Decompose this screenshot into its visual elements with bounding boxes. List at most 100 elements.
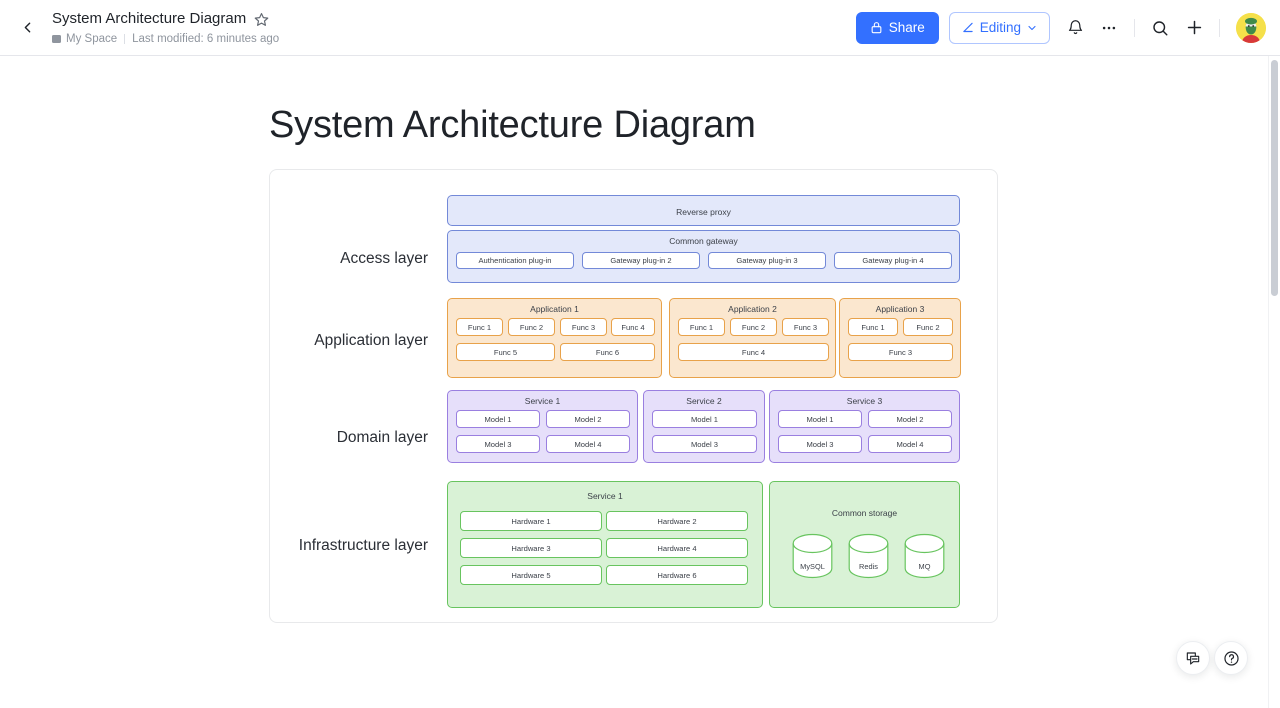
- toolbar-divider-2: [1219, 18, 1220, 37]
- share-label: Share: [888, 20, 925, 35]
- cell-app1-func1[interactable]: Func 1: [456, 318, 503, 336]
- cell-hardware-2[interactable]: Hardware 2: [606, 511, 748, 531]
- diagram-inner: Access layer Application layer Domain la…: [270, 170, 997, 622]
- cell-app1-func3[interactable]: Func 3: [560, 318, 607, 336]
- cell-hardware-6[interactable]: Hardware 6: [606, 565, 748, 585]
- share-button[interactable]: Share: [855, 11, 939, 44]
- group-application-2[interactable]: Application 2 Func 1 Func 2 Func 3 Func …: [669, 298, 836, 378]
- cell-app2-func4[interactable]: Func 4: [678, 343, 829, 361]
- cell-auth-plugin[interactable]: Authentication plug-in: [456, 252, 574, 269]
- cell-app3-func2[interactable]: Func 2: [903, 318, 953, 336]
- scrollbar-thumb[interactable]: [1271, 60, 1278, 296]
- cell-svc3-model1[interactable]: Model 1: [778, 410, 862, 428]
- diagram-canvas[interactable]: Access layer Application layer Domain la…: [269, 169, 998, 623]
- cylinder-icon: [848, 533, 889, 579]
- more-horizontal-icon: [1102, 26, 1116, 29]
- storage-node-mysql[interactable]: MySQL: [792, 533, 833, 579]
- editing-label: Editing: [979, 20, 1021, 35]
- page-title: System Architecture Diagram: [269, 104, 756, 146]
- group-application-1[interactable]: Application 1 Func 1 Func 2 Func 3 Func …: [447, 298, 662, 378]
- avatar[interactable]: [1236, 12, 1266, 43]
- top-bar: System Architecture Diagram My Space Las…: [0, 0, 1280, 56]
- cylinder-icon: [904, 533, 945, 579]
- cell-hardware-4[interactable]: Hardware 4: [606, 538, 748, 558]
- more-options-button[interactable]: [1092, 11, 1126, 45]
- group-domain-service-3[interactable]: Service 3 Model 1 Model 2 Model 3 Model …: [769, 390, 960, 463]
- storage-node-label: MySQL: [800, 562, 825, 571]
- cell-app1-func5[interactable]: Func 5: [456, 343, 555, 361]
- create-new-button[interactable]: [1177, 11, 1211, 45]
- cell-app2-func3[interactable]: Func 3: [782, 318, 829, 336]
- cell-app1-func2[interactable]: Func 2: [508, 318, 555, 336]
- layer-label-infrastructure: Infrastructure layer: [298, 537, 428, 554]
- cell-svc2-model3[interactable]: Model 3: [652, 435, 757, 453]
- help-circle-icon: [1223, 650, 1239, 666]
- notifications-button[interactable]: [1058, 11, 1092, 45]
- group-title: Service 3: [846, 396, 883, 406]
- group-domain-service-1[interactable]: Service 1 Model 1 Model 2 Model 3 Model …: [447, 390, 638, 463]
- group-title: Application 3: [875, 304, 925, 314]
- layer-label-domain: Domain layer: [336, 429, 428, 446]
- cell-gateway-plugin-3[interactable]: Gateway plug-in 3: [708, 252, 826, 269]
- cell-hardware-3[interactable]: Hardware 3: [460, 538, 602, 558]
- cell-hardware-5[interactable]: Hardware 5: [460, 565, 602, 585]
- document-title[interactable]: System Architecture Diagram: [52, 10, 247, 27]
- cell-app3-func1[interactable]: Func 1: [848, 318, 898, 336]
- top-bar-actions: Share Editing: [855, 11, 1280, 45]
- avatar-illustration-icon: [1236, 12, 1266, 43]
- cell-app3-func3[interactable]: Func 3: [848, 343, 953, 361]
- cell-gateway-plugin-4[interactable]: Gateway plug-in 4: [834, 252, 952, 269]
- cell-app1-func4[interactable]: Func 4: [611, 318, 655, 336]
- group-title: Service 1: [524, 396, 561, 406]
- chevron-left-icon: [24, 22, 30, 33]
- group-infra-service-1[interactable]: Service 1 Hardware 1 Hardware 2 Hardware…: [447, 481, 763, 608]
- lock-icon: [871, 22, 882, 34]
- bell-icon: [1068, 20, 1082, 35]
- space-name: My Space: [66, 33, 118, 45]
- group-title: Common gateway: [669, 236, 738, 246]
- search-button[interactable]: [1143, 11, 1177, 45]
- layer-label-application: Application layer: [314, 332, 428, 349]
- document-meta: System Architecture Diagram My Space Las…: [52, 9, 279, 46]
- cell-svc2-model1[interactable]: Model 1: [652, 410, 757, 428]
- search-icon: [1153, 20, 1168, 35]
- group-common-storage[interactable]: Common storage MySQL Redis: [769, 481, 960, 608]
- cell-svc1-model3[interactable]: Model 3: [456, 435, 540, 453]
- cylinder-icon: [792, 533, 833, 579]
- storage-node-label: Redis: [859, 562, 878, 571]
- group-domain-service-2[interactable]: Service 2 Model 1 Model 3: [643, 390, 765, 463]
- cell-svc3-model3[interactable]: Model 3: [778, 435, 862, 453]
- back-button[interactable]: [10, 11, 44, 45]
- group-title: Reverse proxy: [676, 207, 731, 217]
- plus-icon: [1187, 20, 1201, 35]
- cell-svc3-model4[interactable]: Model 4: [868, 435, 952, 453]
- storage-node-mq[interactable]: MQ: [904, 533, 945, 579]
- group-title: Application 1: [530, 304, 579, 314]
- cell-app2-func2[interactable]: Func 2: [730, 318, 777, 336]
- document-body: System Architecture Diagram Access layer…: [0, 56, 1280, 708]
- cell-svc1-model2[interactable]: Model 2: [546, 410, 630, 428]
- storage-node-label: MQ: [918, 562, 931, 571]
- group-title: Application 2: [728, 304, 777, 314]
- editing-mode-button[interactable]: Editing: [948, 11, 1050, 44]
- cell-app1-func6[interactable]: Func 6: [560, 343, 655, 361]
- folder-icon: [52, 35, 61, 43]
- cell-svc3-model2[interactable]: Model 2: [868, 410, 952, 428]
- comment-button[interactable]: [1176, 641, 1210, 675]
- storage-node-redis[interactable]: Redis: [848, 533, 889, 579]
- document-title-row: System Architecture Diagram: [52, 9, 279, 29]
- layer-label-access: Access layer: [340, 250, 428, 267]
- cell-gateway-plugin-2[interactable]: Gateway plug-in 2: [582, 252, 700, 269]
- group-reverse-proxy[interactable]: Reverse proxy: [447, 195, 960, 226]
- space-chip[interactable]: My Space: [52, 32, 117, 46]
- cell-svc1-model1[interactable]: Model 1: [456, 410, 540, 428]
- cell-hardware-1[interactable]: Hardware 1: [460, 511, 602, 531]
- group-common-gateway[interactable]: Common gateway Authentication plug-in Ga…: [447, 230, 960, 283]
- cell-svc1-model4[interactable]: Model 4: [546, 435, 630, 453]
- help-button[interactable]: [1214, 641, 1248, 675]
- group-application-3[interactable]: Application 3 Func 1 Func 2 Func 3: [839, 298, 961, 378]
- star-outline-icon[interactable]: [254, 12, 269, 27]
- cell-app2-func1[interactable]: Func 1: [678, 318, 725, 336]
- pen-icon: [963, 22, 973, 32]
- group-title: Common storage: [831, 508, 898, 518]
